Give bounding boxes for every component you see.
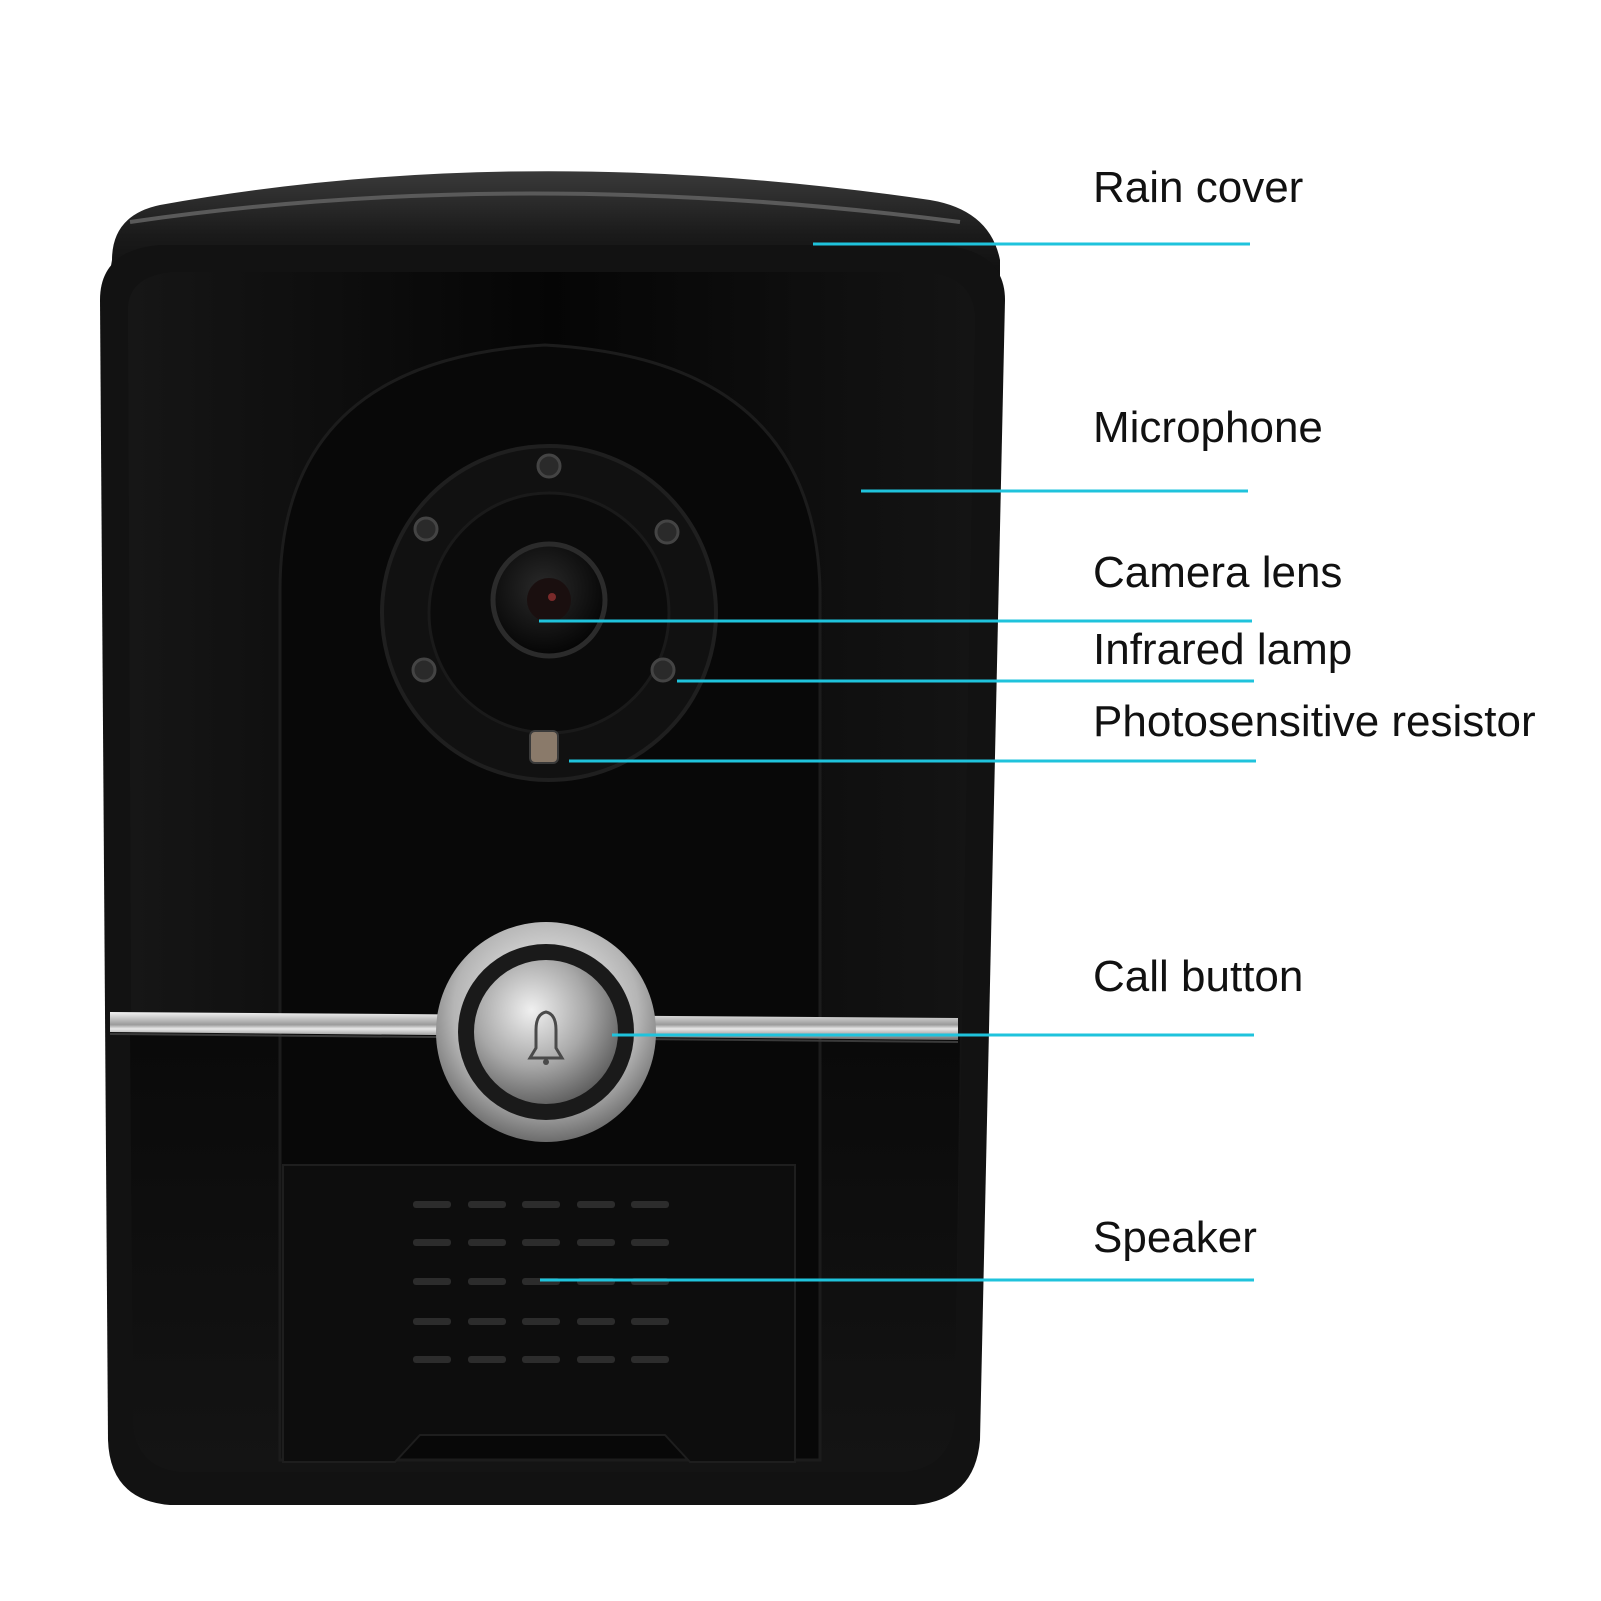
speaker-slot (577, 1356, 615, 1363)
speaker-slot (413, 1318, 451, 1325)
infrared-lamp (413, 516, 439, 542)
infrared-lamp (654, 519, 680, 545)
speaker-slot (468, 1201, 506, 1208)
speaker-slot (413, 1278, 451, 1285)
call-button[interactable] (436, 922, 656, 1142)
bell-clapper (543, 1059, 549, 1065)
label-photosensitive-resistor: Photosensitive resistor (1093, 697, 1536, 746)
call-button-cap (474, 960, 618, 1104)
leader-lines (539, 242, 1256, 1282)
label-infrared-lamp: Infrared lamp (1093, 625, 1353, 674)
speaker-slot (522, 1201, 560, 1208)
speaker-panel (282, 1164, 796, 1463)
label-camera-lens: Camera lens (1093, 548, 1343, 597)
rain-cover-highlight (129, 191, 961, 224)
infrared-lamp (536, 453, 562, 479)
speaker-slot (577, 1201, 615, 1208)
speaker-slot (631, 1239, 669, 1246)
camera-lens-glint (548, 593, 556, 601)
label-microphone: Microphone (1093, 403, 1323, 452)
infrared-lamp (650, 657, 676, 683)
bell-icon (527, 1010, 565, 1060)
speaker-slot (468, 1356, 506, 1363)
speaker-grille (413, 1201, 669, 1363)
speaker-slot (468, 1278, 506, 1285)
speaker-slot (522, 1318, 560, 1325)
speaker-slot (577, 1239, 615, 1246)
speaker-slot (631, 1356, 669, 1363)
label-call-button: Call button (1093, 952, 1304, 1001)
photosensitive-resistor (529, 730, 559, 764)
speaker-slot (522, 1356, 560, 1363)
speaker-slot (413, 1201, 451, 1208)
speaker-slot (522, 1239, 560, 1246)
infrared-lamp (411, 657, 437, 683)
speaker-slot (468, 1318, 506, 1325)
label-speaker: Speaker (1093, 1213, 1257, 1262)
speaker-slot (468, 1239, 506, 1246)
doorbell-device (100, 171, 1005, 1505)
speaker-slot (413, 1356, 451, 1363)
camera-module (380, 444, 718, 782)
label-rain-cover: Rain cover (1093, 163, 1304, 212)
camera-lens-core (527, 578, 571, 622)
speaker-slot (631, 1318, 669, 1325)
infrared-lamps (411, 453, 680, 683)
speaker-slot (577, 1318, 615, 1325)
speaker-slot (413, 1239, 451, 1246)
speaker-slot (631, 1201, 669, 1208)
